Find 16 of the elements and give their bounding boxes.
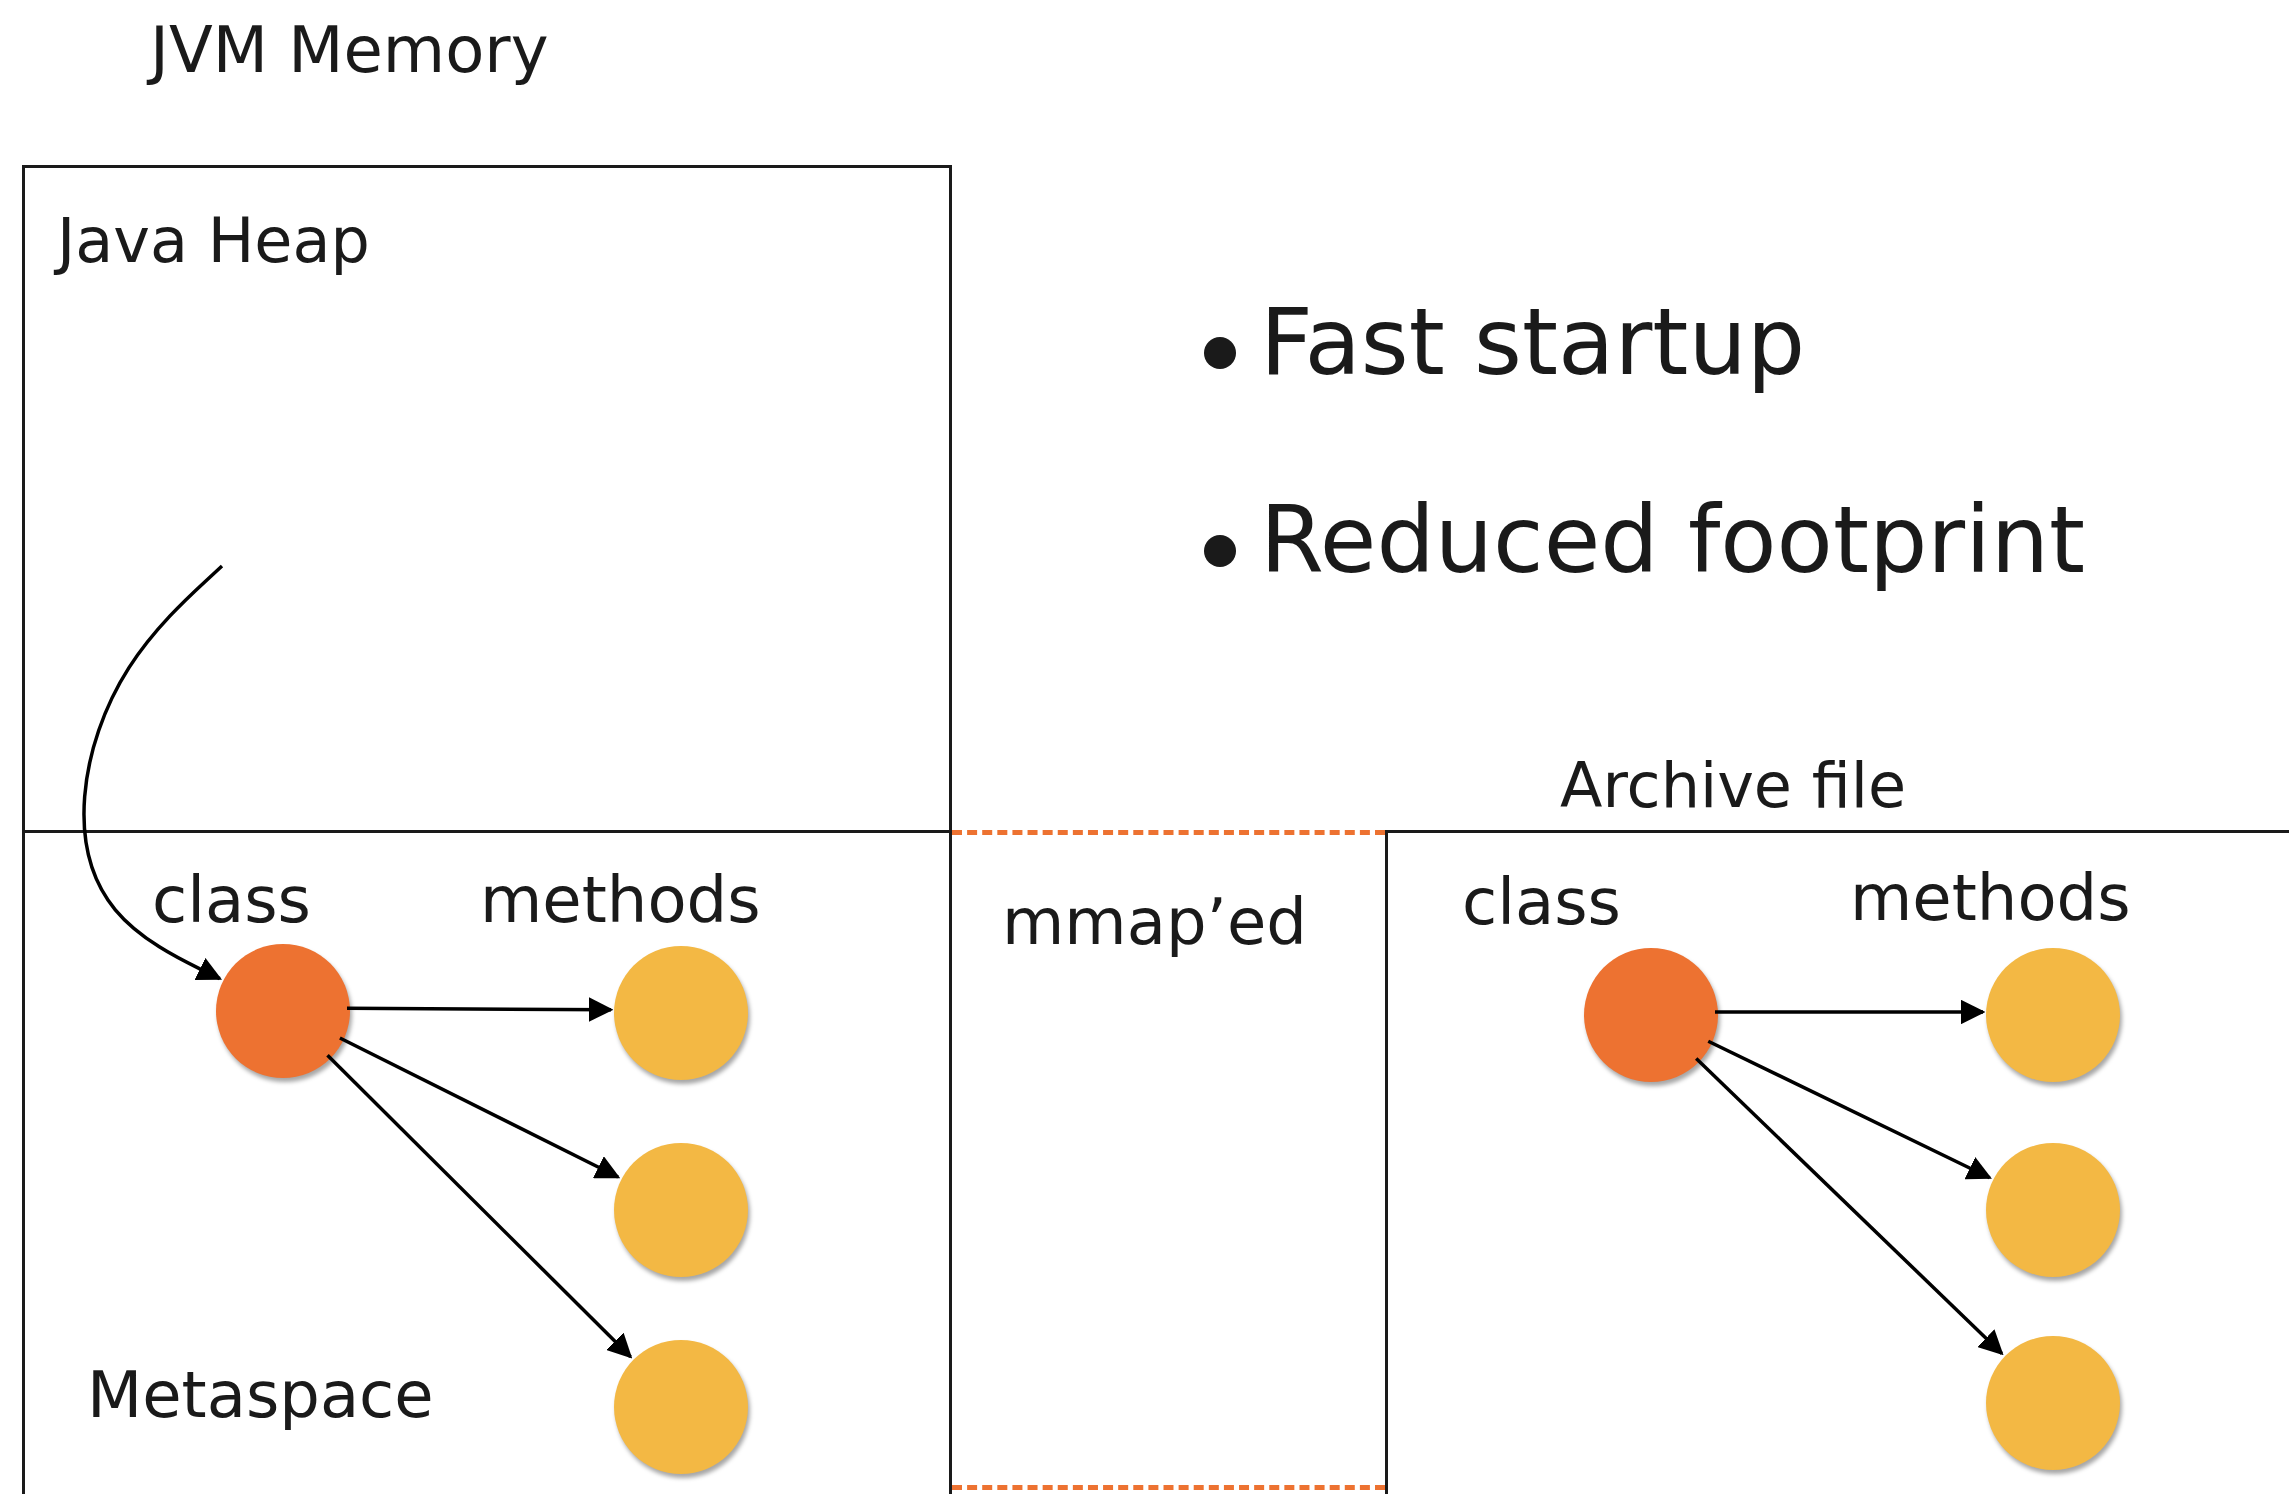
arrow	[82, 564, 224, 981]
arrow	[1715, 999, 1986, 1025]
arrow	[1707, 1039, 1992, 1180]
column-heading: methods	[480, 868, 761, 932]
node-caption: class	[152, 868, 311, 932]
class-circle	[216, 944, 350, 1078]
region-label: Archive file	[1560, 755, 1907, 817]
arrow	[1695, 1057, 2004, 1356]
memory-region-box	[22, 830, 952, 1494]
column-heading: methods	[1850, 866, 2131, 930]
mmap-region	[952, 830, 1385, 1490]
arrow	[326, 1054, 633, 1359]
node-caption: class	[1462, 870, 1621, 934]
arrow	[339, 1036, 621, 1179]
memory-region-box	[22, 165, 952, 830]
arrow	[347, 997, 614, 1022]
